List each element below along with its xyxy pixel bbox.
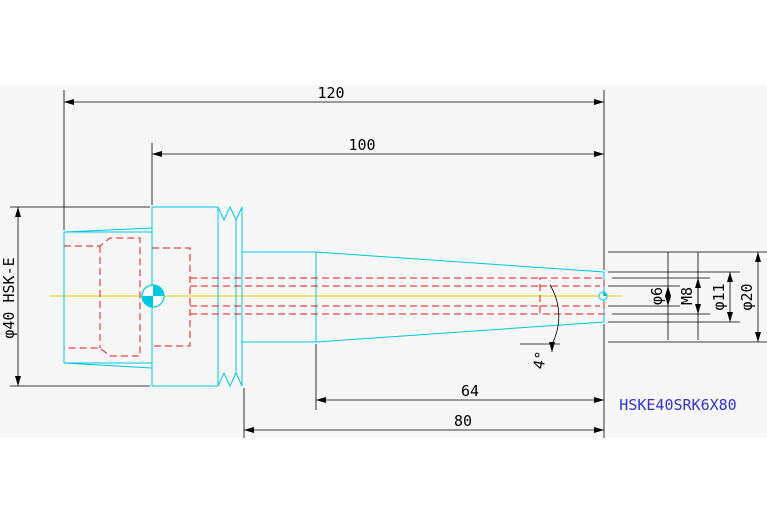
drawing-sheet [0,85,767,438]
hidden-lines [64,237,605,357]
dim-taper-length: 64 [461,382,479,400]
dim-shank-length: 100 [348,136,375,154]
dim-flange-spec: φ40 HSK-E [0,257,18,338]
balance-mark-icon [141,284,608,308]
dim-body-diameter: φ20 [738,283,756,310]
dim-projection-length: 80 [454,412,472,430]
dim-taper-angle: 4° [530,350,551,371]
dim-thread: M8 [678,287,696,305]
dim-bore-diameter: φ6 [648,287,666,305]
dimension-lines [10,90,767,438]
dim-overall-length: 120 [317,84,344,102]
part-number-label: HSKE40SRK6X80 [619,396,736,414]
dim-nose-diameter: φ11 [710,283,728,310]
